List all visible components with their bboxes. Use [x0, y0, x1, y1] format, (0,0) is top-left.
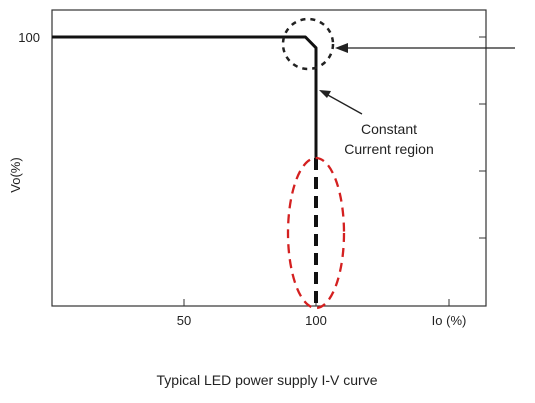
tick-group: 50 100 100 — [18, 30, 486, 328]
annotation-line2: Current region — [344, 141, 434, 157]
annotation-line1: Constant — [361, 121, 417, 137]
region-arrow-head — [319, 90, 331, 98]
region-arrow-line — [325, 93, 363, 115]
y-tick-label: 100 — [18, 30, 40, 45]
y-axis-title: Vo(%) — [8, 157, 23, 192]
red-dashed-ellipse — [286, 156, 346, 310]
x-tick-label: 50 — [177, 313, 191, 328]
plot-frame — [51, 9, 487, 307]
x-tick-label: 100 — [305, 313, 327, 328]
series-line-solid — [52, 35, 318, 158]
series-group — [52, 35, 318, 306]
knee-dashed-circle — [281, 17, 335, 71]
x-axis-title: Io (%) — [432, 313, 467, 328]
knee-arrow-head — [335, 43, 348, 53]
chart-caption: Typical LED power supply I-V curve — [157, 372, 378, 388]
